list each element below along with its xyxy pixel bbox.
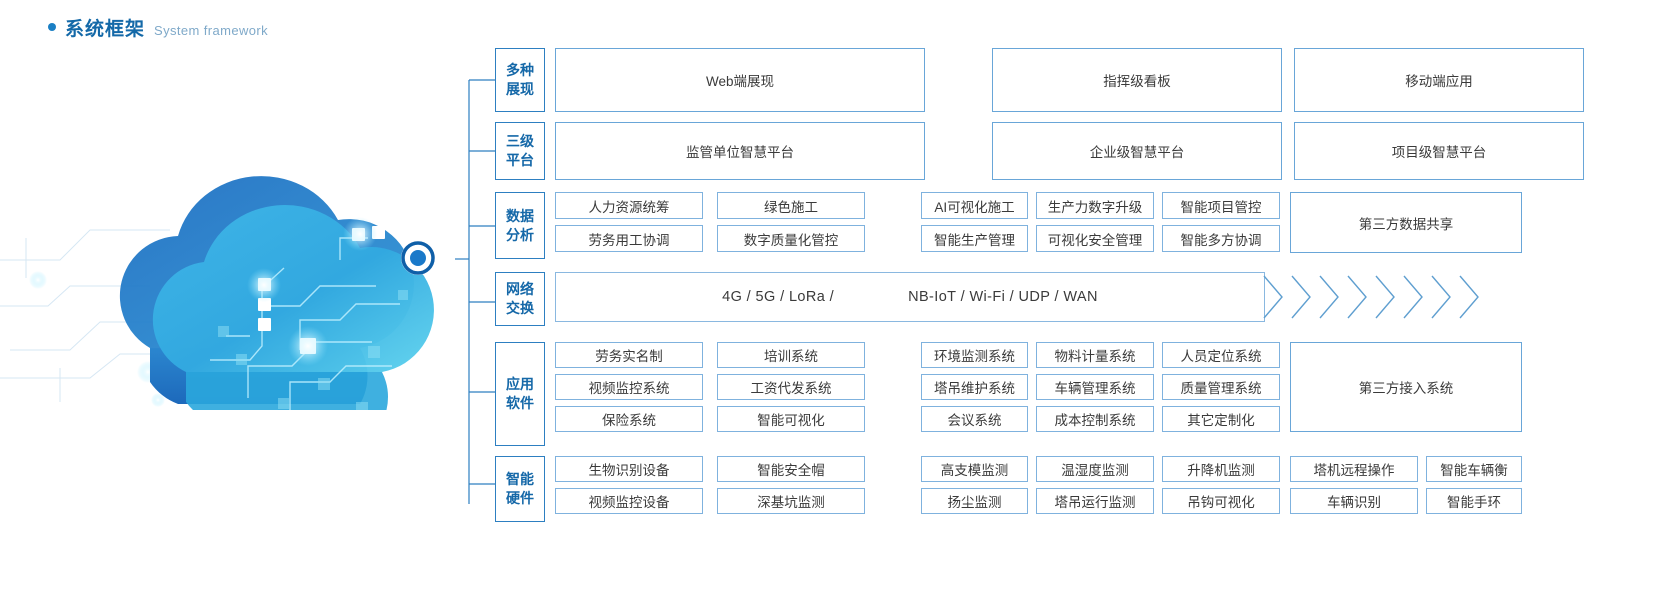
- connection-node: [401, 241, 435, 275]
- chevron-right-icon: [1403, 275, 1423, 319]
- box-personnel-positioning[interactable]: 人员定位系统: [1162, 342, 1280, 368]
- box-green-construction[interactable]: 绿色施工: [717, 192, 865, 219]
- row-data-analysis: 数据 分析 人力资源统筹 绿色施工 劳务用工协调 数字质量化管控: [495, 192, 1665, 259]
- group-hw-extra: 塔机远程操作 智能车辆衡 车辆识别 智能手环: [1290, 456, 1522, 522]
- chevron-right-icon: [1375, 275, 1395, 319]
- box-video-surveillance-system[interactable]: 视频监控系统: [555, 374, 703, 400]
- box-labor-realname[interactable]: 劳务实名制: [555, 342, 703, 368]
- chevron-right-icon: [1459, 275, 1479, 319]
- bullet-icon: [48, 23, 56, 31]
- box-ai-visual-construction[interactable]: AI可视化施工: [921, 192, 1028, 219]
- box-other-customization[interactable]: 其它定制化: [1162, 406, 1280, 432]
- box-quality-management[interactable]: 质量管理系统: [1162, 374, 1280, 400]
- group-data-right: AI可视化施工 生产力数字升级 智能项目管控 智能生产管理 可视化安全管理 智能…: [921, 192, 1280, 259]
- row-platform: 三级 平台 监管单位智慧平台 企业级智慧平台 项目级智慧平台: [495, 122, 1665, 180]
- category-label-platform: 三级 平台: [495, 122, 545, 180]
- box-smart-helmet[interactable]: 智能安全帽: [717, 456, 865, 482]
- row-smart-hardware: 智能 硬件 生物识别设备 智能安全帽 视频监控设备 深基坑监测: [495, 456, 1665, 522]
- box-video-surveillance-device[interactable]: 视频监控设备: [555, 488, 703, 514]
- box-third-party-access-system[interactable]: 第三方接入系统: [1290, 342, 1522, 432]
- box-dust-monitoring[interactable]: 扬尘监测: [921, 488, 1028, 514]
- box-vehicle-recognition[interactable]: 车辆识别: [1290, 488, 1418, 514]
- category-label-data-analysis: 数据 分析: [495, 192, 545, 259]
- box-web-presentation[interactable]: Web端展现: [555, 48, 925, 112]
- box-smart-multiparty-coord[interactable]: 智能多方协调: [1162, 225, 1280, 252]
- box-temp-humidity-monitoring[interactable]: 温湿度监测: [1036, 456, 1154, 482]
- box-material-metering[interactable]: 物料计量系统: [1036, 342, 1154, 368]
- box-mobile-app[interactable]: 移动端应用: [1294, 48, 1584, 112]
- box-hr-coordination[interactable]: 人力资源统筹: [555, 192, 703, 219]
- box-smart-production-mgmt[interactable]: 智能生产管理: [921, 225, 1028, 252]
- box-environment-monitoring[interactable]: 环境监测系统: [921, 342, 1028, 368]
- box-smart-project-control[interactable]: 智能项目管控: [1162, 192, 1280, 219]
- cloud-network-illustration: [0, 110, 460, 410]
- box-smart-wristband[interactable]: 智能手环: [1426, 488, 1522, 514]
- box-project-platform[interactable]: 项目级智慧平台: [1294, 122, 1584, 180]
- box-labor-coordination[interactable]: 劳务用工协调: [555, 225, 703, 252]
- network-protocols-secondary: NB-IoT / Wi-Fi / UDP / WAN: [908, 289, 1098, 305]
- box-enterprise-platform[interactable]: 企业级智慧平台: [992, 122, 1282, 180]
- box-command-dashboard[interactable]: 指挥级看板: [992, 48, 1282, 112]
- box-cost-control[interactable]: 成本控制系统: [1036, 406, 1154, 432]
- page-header: 系统框架 System framework: [48, 14, 268, 41]
- group-app-left: 劳务实名制 培训系统 视频监控系统 工资代发系统 保险系统 智能可视化: [555, 342, 865, 446]
- box-meeting-system[interactable]: 会议系统: [921, 406, 1028, 432]
- framework-diagram: 多种 展现 Web端展现 指挥级看板 移动端应用 三级 平台 监管单位智慧平台 …: [455, 44, 1665, 524]
- box-crane-operation-monitoring[interactable]: 塔吊运行监测: [1036, 488, 1154, 514]
- box-insurance-system[interactable]: 保险系统: [555, 406, 703, 432]
- box-crane-maintenance[interactable]: 塔吊维护系统: [921, 374, 1028, 400]
- glow-dot: [151, 393, 165, 407]
- group-data-left: 人力资源统筹 绿色施工 劳务用工协调 数字质量化管控: [555, 192, 865, 259]
- glow-dot: [29, 271, 47, 289]
- box-hoist-monitoring[interactable]: 升降机监测: [1162, 456, 1280, 482]
- category-label-application: 应用 软件: [495, 342, 545, 446]
- row-application-software: 应用 软件 劳务实名制 培训系统 视频监控系统 工资代发系统 保险系统 智能可视…: [495, 342, 1665, 446]
- group-hw-right: 高支模监测 温湿度监测 升降机监测 扬尘监测 塔吊运行监测 吊钩可视化: [921, 456, 1280, 522]
- box-hook-visualization[interactable]: 吊钩可视化: [1162, 488, 1280, 514]
- box-training-system[interactable]: 培训系统: [717, 342, 865, 368]
- group-app-right: 环境监测系统 物料计量系统 人员定位系统 塔吊维护系统 车辆管理系统 质量管理系…: [921, 342, 1280, 446]
- box-digital-quality-control[interactable]: 数字质量化管控: [717, 225, 865, 252]
- page-title: 系统框架: [65, 19, 146, 40]
- chevron-right-icon: [1291, 275, 1311, 319]
- chevron-right-icon: [1263, 275, 1283, 319]
- box-biometric-device[interactable]: 生物识别设备: [555, 456, 703, 482]
- cloud-circuit-pads: [218, 290, 408, 410]
- row-network-exchange: 网络 交换 4G / 5G / LoRa / NB-IoT / Wi-Fi / …: [495, 272, 1665, 326]
- category-label-network: 网络 交换: [495, 272, 545, 326]
- box-deep-foundation-monitoring[interactable]: 深基坑监测: [717, 488, 865, 514]
- category-label-hardware: 智能 硬件: [495, 456, 545, 522]
- box-high-formwork-monitoring[interactable]: 高支模监测: [921, 456, 1028, 482]
- category-label-presentation: 多种 展现: [495, 48, 545, 112]
- chevron-right-icon: [1319, 275, 1339, 319]
- box-third-party-data-sharing[interactable]: 第三方数据共享: [1290, 192, 1522, 253]
- network-protocol-band[interactable]: 4G / 5G / LoRa / NB-IoT / Wi-Fi / UDP / …: [555, 272, 1265, 322]
- flow-chevrons: [1261, 274, 1483, 320]
- box-smart-weighbridge[interactable]: 智能车辆衡: [1426, 456, 1522, 482]
- brace-connector: [455, 79, 495, 504]
- box-supervision-platform[interactable]: 监管单位智慧平台: [555, 122, 925, 180]
- row-presentation: 多种 展现 Web端展现 指挥级看板 移动端应用: [495, 48, 1665, 112]
- page-subtitle: System framework: [154, 23, 269, 38]
- box-visual-safety-mgmt[interactable]: 可视化安全管理: [1036, 225, 1154, 252]
- box-productivity-upgrade[interactable]: 生产力数字升级: [1036, 192, 1154, 219]
- box-smart-visualization[interactable]: 智能可视化: [717, 406, 865, 432]
- box-vehicle-management[interactable]: 车辆管理系统: [1036, 374, 1154, 400]
- box-payroll-system[interactable]: 工资代发系统: [717, 374, 865, 400]
- chevron-right-icon: [1431, 275, 1451, 319]
- box-tower-crane-remote[interactable]: 塔机远程操作: [1290, 456, 1418, 482]
- network-protocols-primary: 4G / 5G / LoRa /: [722, 289, 835, 305]
- group-hw-left: 生物识别设备 智能安全帽 视频监控设备 深基坑监测: [555, 456, 865, 522]
- chevron-right-icon: [1347, 275, 1367, 319]
